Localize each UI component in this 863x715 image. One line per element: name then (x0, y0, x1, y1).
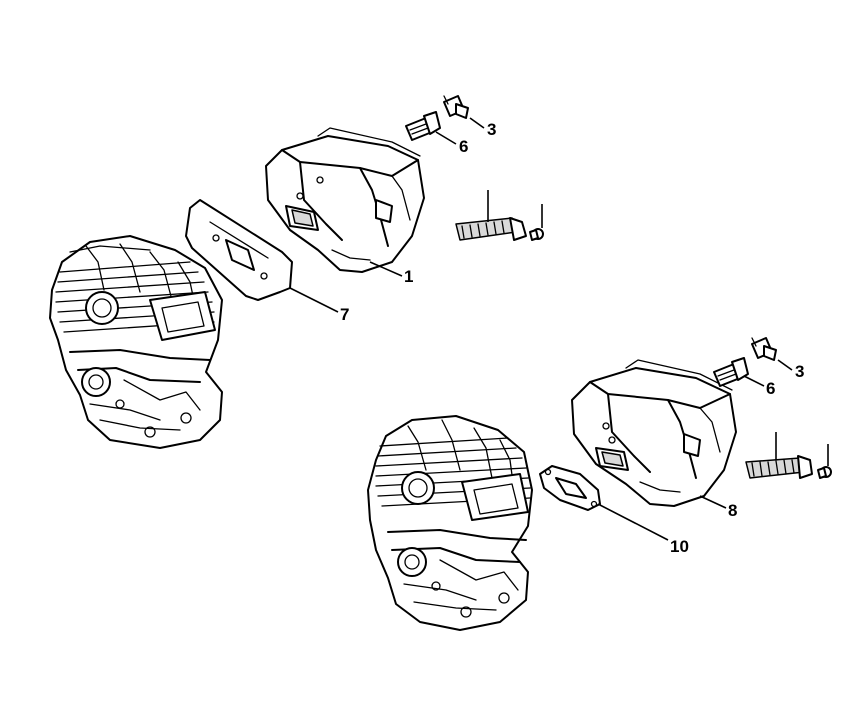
lower-gasket (539, 465, 601, 511)
upper-cylinder-engine (49, 235, 223, 449)
lower-clip (751, 337, 777, 361)
lower-bolt (713, 357, 749, 387)
lower-callout-10: 10 (670, 537, 689, 556)
upper-muffler (265, 127, 425, 273)
lower-cylinder-engine (367, 415, 533, 631)
upper-spark-screen (455, 190, 527, 241)
upper-small-screw (529, 204, 544, 241)
lower-assembly: 3 6 8 10 (367, 337, 832, 631)
upper-callout-6: 6 (459, 137, 468, 156)
upper-clip (443, 95, 469, 119)
upper-callout-7: 7 (340, 305, 349, 324)
upper-assembly: 3 6 1 7 (49, 95, 544, 449)
lower-callout-6: 6 (766, 379, 775, 398)
lower-callout-3: 3 (795, 362, 804, 381)
upper-gasket (185, 199, 293, 301)
lower-muffler (571, 359, 737, 507)
lower-small-screw (817, 444, 832, 479)
upper-callout-1: 1 (404, 267, 413, 286)
lower-callout-8: 8 (728, 501, 737, 520)
lower-spark-screen (745, 432, 813, 479)
upper-bolt (405, 111, 441, 141)
upper-callout-3: 3 (487, 120, 496, 139)
